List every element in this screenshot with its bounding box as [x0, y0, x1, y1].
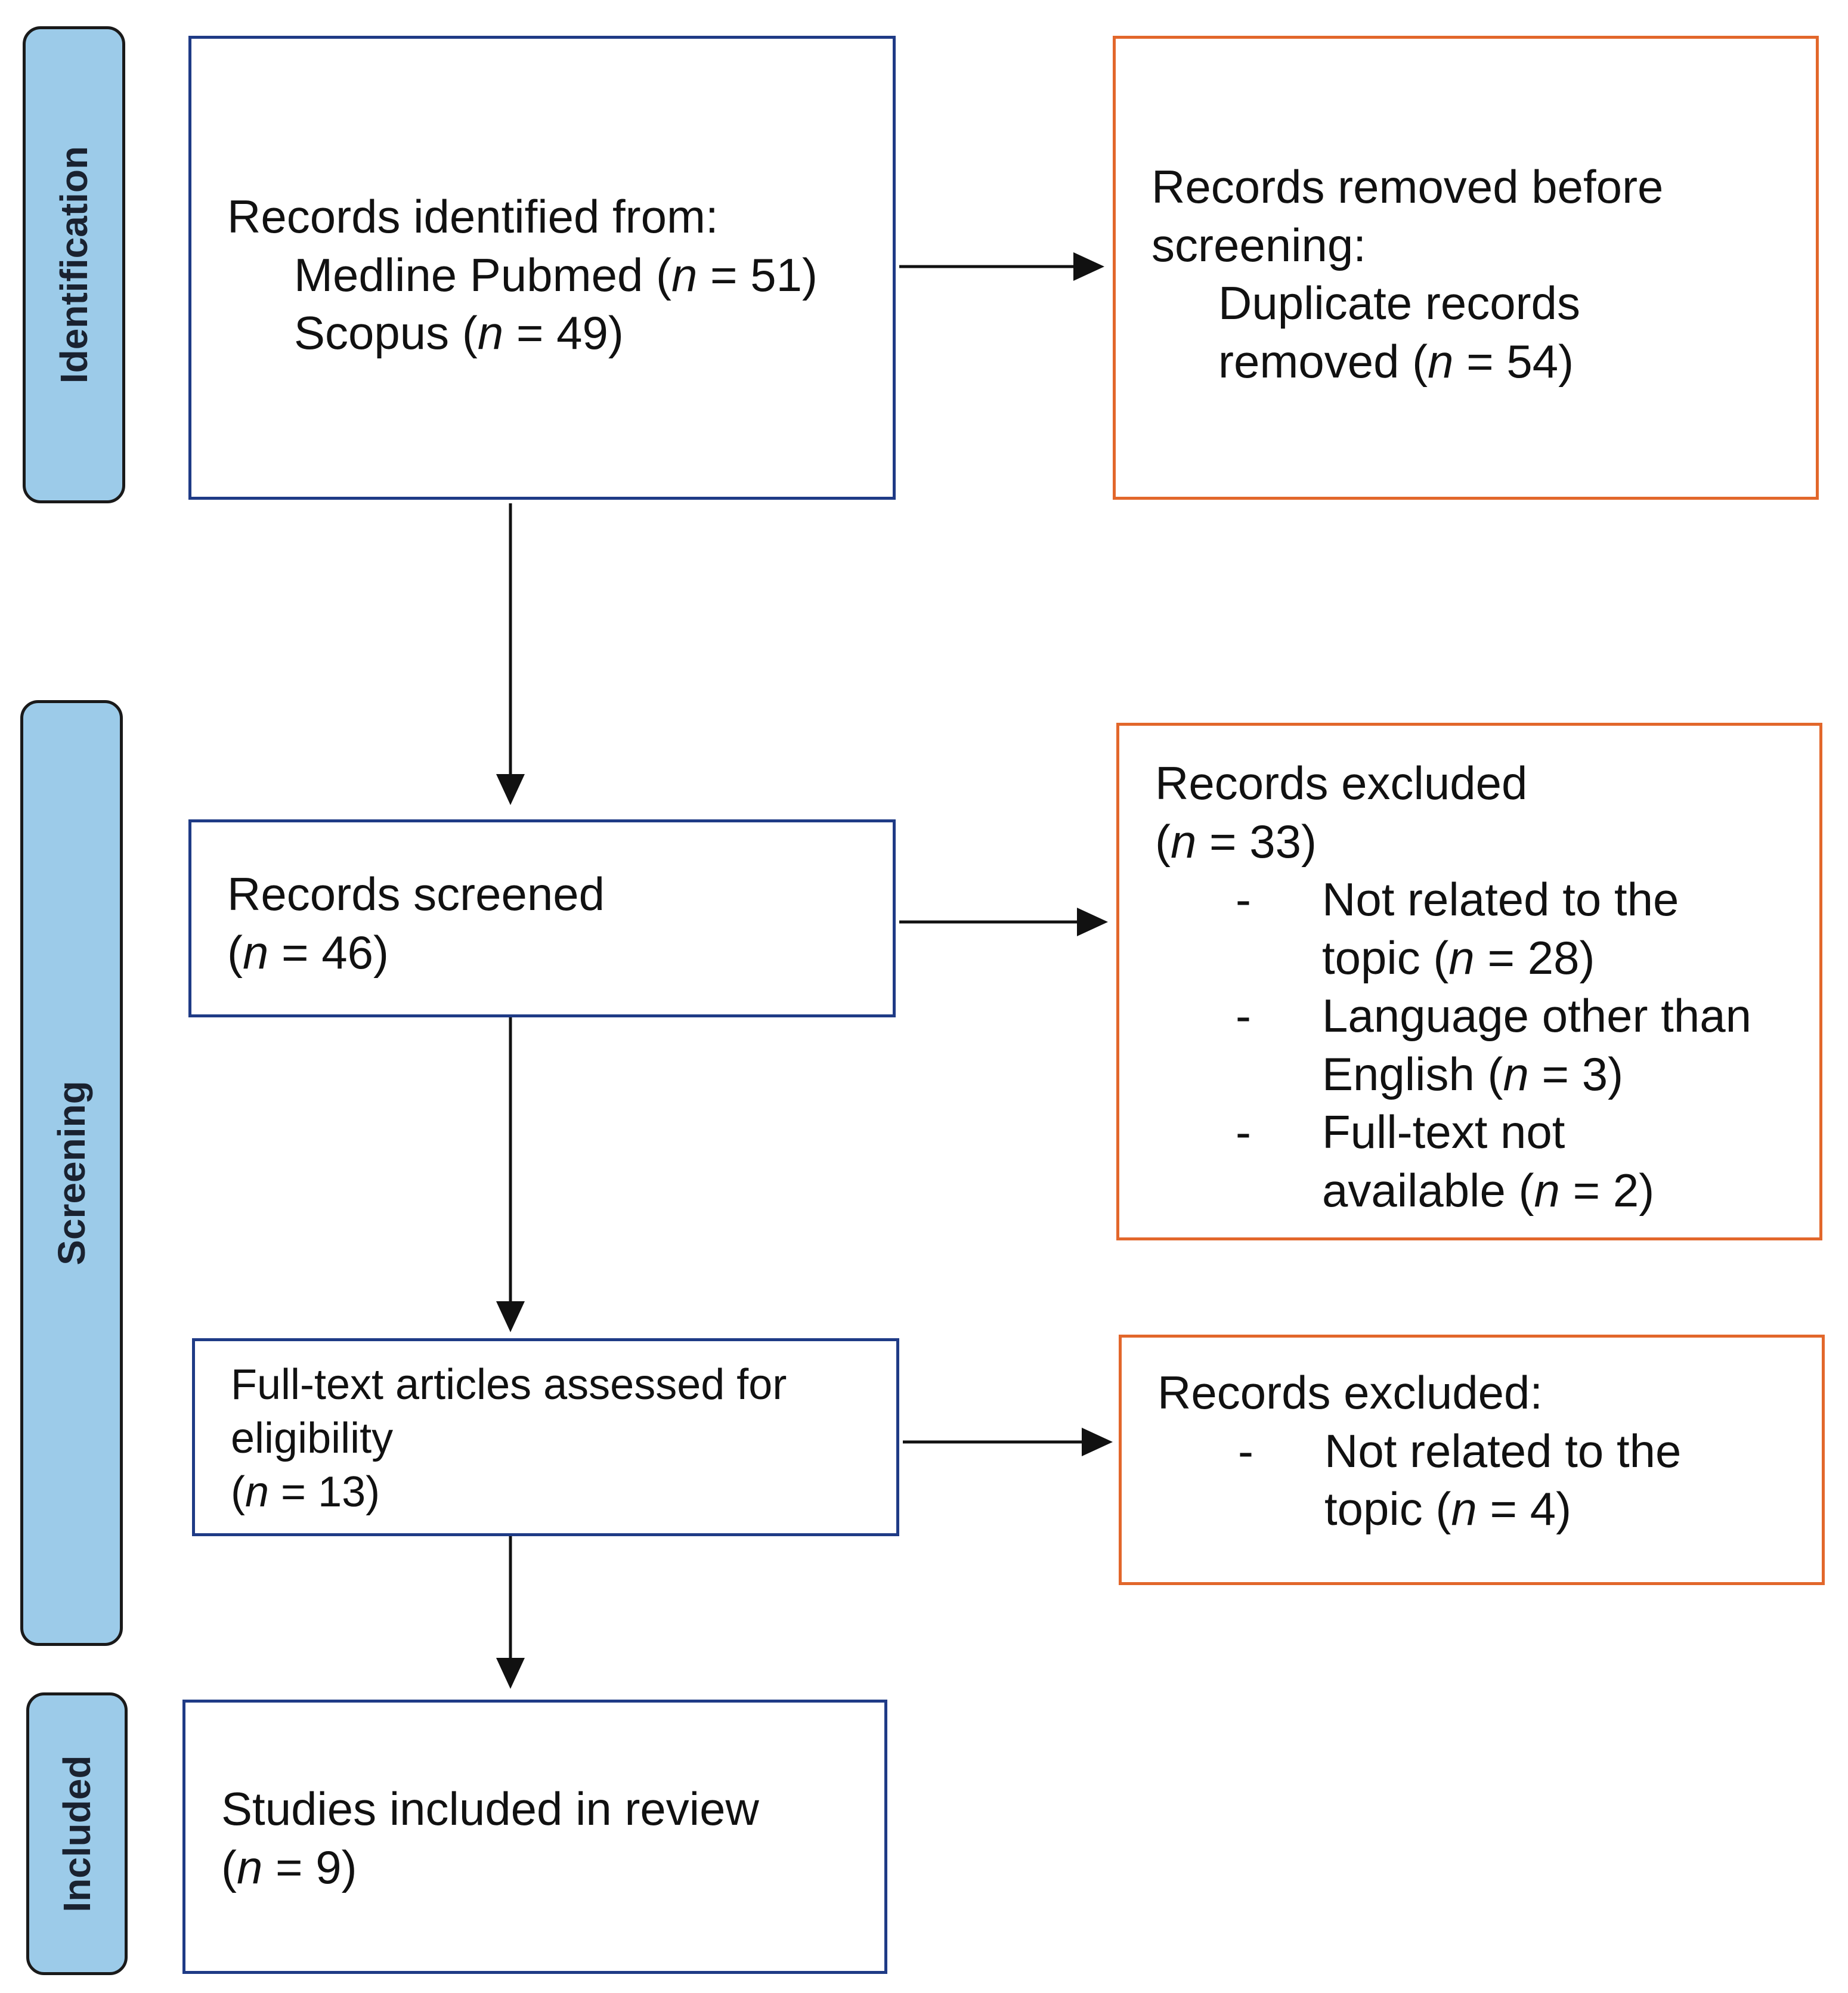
source-medline: Medline Pubmed (n = 51) [294, 248, 818, 301]
arrowhead-fulltext [496, 1301, 525, 1332]
records-excluded-screening-box: Records excluded (n = 33) - Not related … [1116, 723, 1822, 1240]
records-removed-heading-2: screening: [1151, 218, 1366, 271]
records-excluded-eligibility-box: Records excluded: - Not related to the t… [1119, 1335, 1825, 1585]
exclusion-reason-language: - Language other than English (n = 3) [1236, 989, 1751, 1100]
records-screened-heading: Records screened [227, 868, 605, 920]
arrowhead-excluded-eligibility [1082, 1428, 1113, 1456]
arrowhead-removed [1073, 252, 1104, 281]
records-identified-box: Records identified from: Medline Pubmed … [188, 36, 896, 500]
studies-included-heading: Studies included in review [221, 1782, 759, 1835]
duplicates-line-1: Duplicate records [1218, 277, 1580, 329]
fulltext-count: (n = 13) [231, 1468, 380, 1516]
arrowhead-screened [496, 774, 525, 805]
fulltext-line-2: eligibility [231, 1415, 394, 1462]
studies-included-count: (n = 9) [221, 1840, 357, 1893]
duplicates-line-2: removed (n = 54) [1218, 335, 1574, 388]
records-removed-box: Records removed before screening: Duplic… [1113, 36, 1819, 500]
arrowhead-excluded-screening [1077, 908, 1108, 936]
records-excluded-eligibility-heading: Records excluded: [1157, 1366, 1543, 1419]
phase-identification: Identification [23, 26, 125, 503]
records-screened-count: (n = 46) [227, 926, 389, 979]
arrowhead-included [496, 1658, 525, 1689]
phase-screening: Screening [20, 700, 123, 1646]
fulltext-line-1: Full-text articles assessed for [231, 1361, 787, 1409]
records-screened-box: Records screened (n = 46) [188, 819, 896, 1017]
records-removed-heading-1: Records removed before [1151, 160, 1664, 213]
records-identified-heading: Records identified from: [227, 190, 719, 243]
studies-included-box: Studies included in review (n = 9) [182, 1700, 887, 1974]
exclusion-reason-fulltext: - Full-text not available (n = 2) [1236, 1106, 1655, 1217]
fulltext-assessed-box: Full-text articles assessed for eligibil… [192, 1338, 899, 1536]
phase-included: Included [26, 1692, 128, 1975]
exclusion-reason-topic: - Not related to the topic (n = 28) [1236, 873, 1679, 984]
records-excluded-heading: Records excluded [1155, 757, 1528, 809]
source-scopus: Scopus (n = 49) [294, 307, 624, 359]
records-excluded-count: (n = 33) [1155, 815, 1317, 868]
eligibility-reason-topic: - Not related to the topic (n = 4) [1238, 1424, 1682, 1536]
